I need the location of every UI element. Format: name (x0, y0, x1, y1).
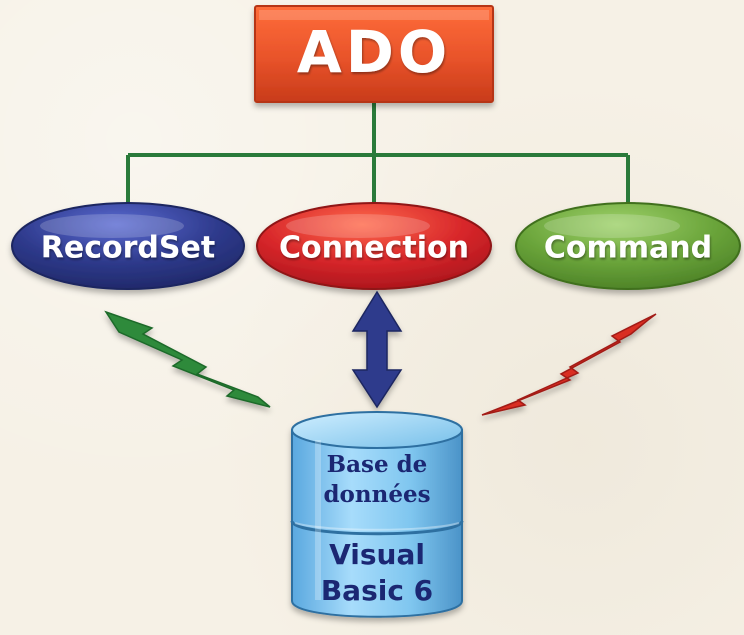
connection-db-arrow (351, 290, 403, 409)
ado-root-node (254, 5, 494, 103)
vb6-label-line1: Visual (329, 538, 425, 571)
recordset-db-arrow (104, 310, 271, 408)
connection-label: Connection (279, 231, 469, 266)
tree-connectors (126, 102, 630, 203)
database-label-line1: Base de (327, 451, 428, 478)
ado-root-label: ADO (297, 18, 451, 86)
recordset-label: RecordSet (41, 231, 215, 266)
database-label-line2: données (323, 481, 430, 508)
command-label: Command (544, 231, 712, 266)
vb6-label-line2: Basic 6 (321, 574, 433, 607)
command-db-arrow (481, 313, 657, 416)
connection-node (256, 202, 492, 290)
command-node (515, 202, 741, 290)
recordset-node (11, 202, 245, 290)
database-cylinder (290, 411, 464, 618)
